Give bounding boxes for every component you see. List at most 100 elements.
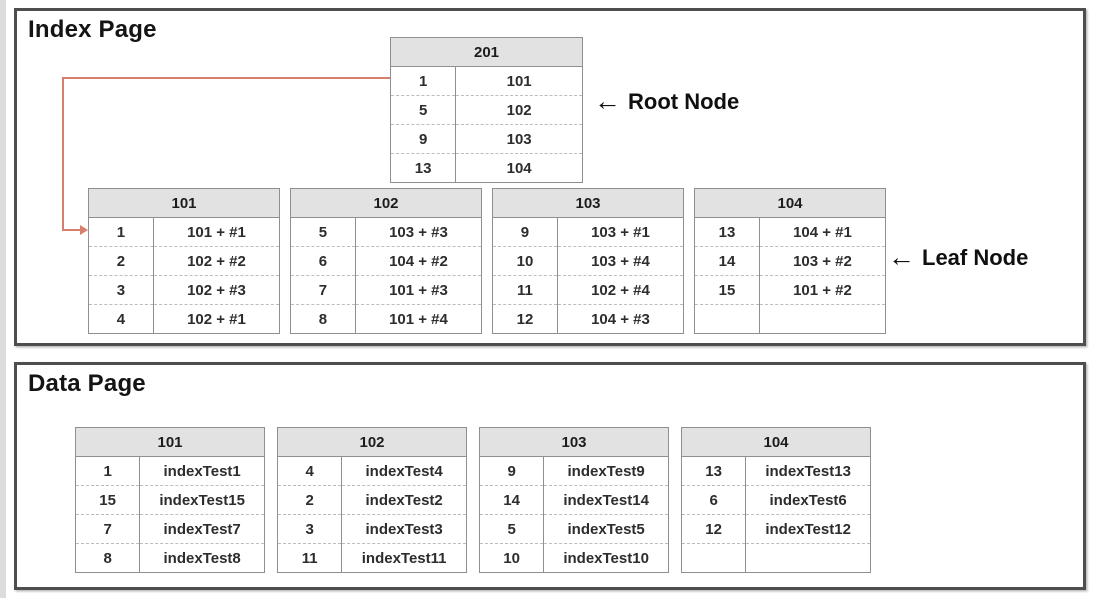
key-cell: 11 bbox=[277, 543, 343, 573]
key-cell: 9 bbox=[492, 217, 558, 247]
key-cell: 9 bbox=[390, 124, 457, 154]
value-cell: indexTest9 bbox=[543, 456, 669, 486]
table-header: 101 bbox=[88, 188, 280, 218]
value-cell: 104 bbox=[455, 153, 583, 183]
key-cell: 2 bbox=[277, 485, 343, 515]
value-cell: indexTest15 bbox=[139, 485, 265, 515]
value-cell: indexTest11 bbox=[341, 543, 467, 573]
left-arrow-icon: ← bbox=[594, 86, 621, 116]
value-cell: 104 + #3 bbox=[557, 304, 684, 334]
value-cell: 102 + #1 bbox=[153, 304, 280, 334]
value-cell: indexTest2 bbox=[341, 485, 467, 515]
value-cell: indexTest5 bbox=[543, 514, 669, 544]
key-cell: 1 bbox=[88, 217, 154, 247]
key-cell: 1 bbox=[390, 66, 457, 96]
value-cell: indexTest10 bbox=[543, 543, 669, 573]
leaf-node-label-text: Leaf Node bbox=[922, 244, 1029, 270]
root-node-label: ← Root Node bbox=[594, 88, 739, 115]
value-cell: 101 + #1 bbox=[153, 217, 280, 247]
key-cell bbox=[681, 543, 747, 573]
root-to-leaf-connector-vertical bbox=[62, 77, 64, 231]
key-cell: 3 bbox=[88, 275, 154, 305]
key-cell: 4 bbox=[88, 304, 154, 334]
key-cell: 6 bbox=[681, 485, 747, 515]
key-cell: 8 bbox=[290, 304, 356, 334]
key-cell: 7 bbox=[75, 514, 141, 544]
key-cell: 15 bbox=[694, 275, 760, 305]
value-cell: 101 + #4 bbox=[355, 304, 482, 334]
key-cell: 9 bbox=[479, 456, 545, 486]
value-cell bbox=[759, 304, 886, 334]
leaf-node-label: ← Leaf Node bbox=[888, 244, 1028, 271]
value-cell: indexTest7 bbox=[139, 514, 265, 544]
value-cell: 101 bbox=[455, 66, 583, 96]
key-cell: 10 bbox=[492, 246, 558, 276]
key-cell: 5 bbox=[390, 95, 457, 125]
table-header: 101 bbox=[75, 427, 265, 457]
key-cell: 5 bbox=[479, 514, 545, 544]
value-cell: 103 + #1 bbox=[557, 217, 684, 247]
value-cell: 104 + #1 bbox=[759, 217, 886, 247]
left-arrow-icon: ← bbox=[888, 242, 915, 272]
value-cell: 102 + #2 bbox=[153, 246, 280, 276]
value-cell: 102 + #4 bbox=[557, 275, 684, 305]
key-cell bbox=[694, 304, 760, 334]
connector-arrowhead-icon bbox=[80, 225, 88, 235]
key-cell: 6 bbox=[290, 246, 356, 276]
key-cell: 3 bbox=[277, 514, 343, 544]
table-header: 201 bbox=[390, 37, 583, 67]
table-row bbox=[681, 543, 871, 573]
key-cell: 13 bbox=[694, 217, 760, 247]
table-header: 104 bbox=[681, 427, 871, 457]
table-header: 104 bbox=[694, 188, 886, 218]
value-cell: 102 + #3 bbox=[153, 275, 280, 305]
root-node-label-text: Root Node bbox=[628, 88, 740, 114]
table-header: 103 bbox=[492, 188, 684, 218]
value-cell bbox=[745, 543, 871, 573]
value-cell: indexTest8 bbox=[139, 543, 265, 573]
key-cell: 13 bbox=[390, 153, 457, 183]
value-cell: 102 bbox=[455, 95, 583, 125]
value-cell: indexTest4 bbox=[341, 456, 467, 486]
key-cell: 10 bbox=[479, 543, 545, 573]
key-cell: 8 bbox=[75, 543, 141, 573]
value-cell: indexTest12 bbox=[745, 514, 871, 544]
table-header: 103 bbox=[479, 427, 669, 457]
value-cell: 101 + #3 bbox=[355, 275, 482, 305]
table-row bbox=[694, 304, 886, 334]
root-to-leaf-connector-top bbox=[62, 77, 390, 79]
table-header: 102 bbox=[277, 427, 467, 457]
